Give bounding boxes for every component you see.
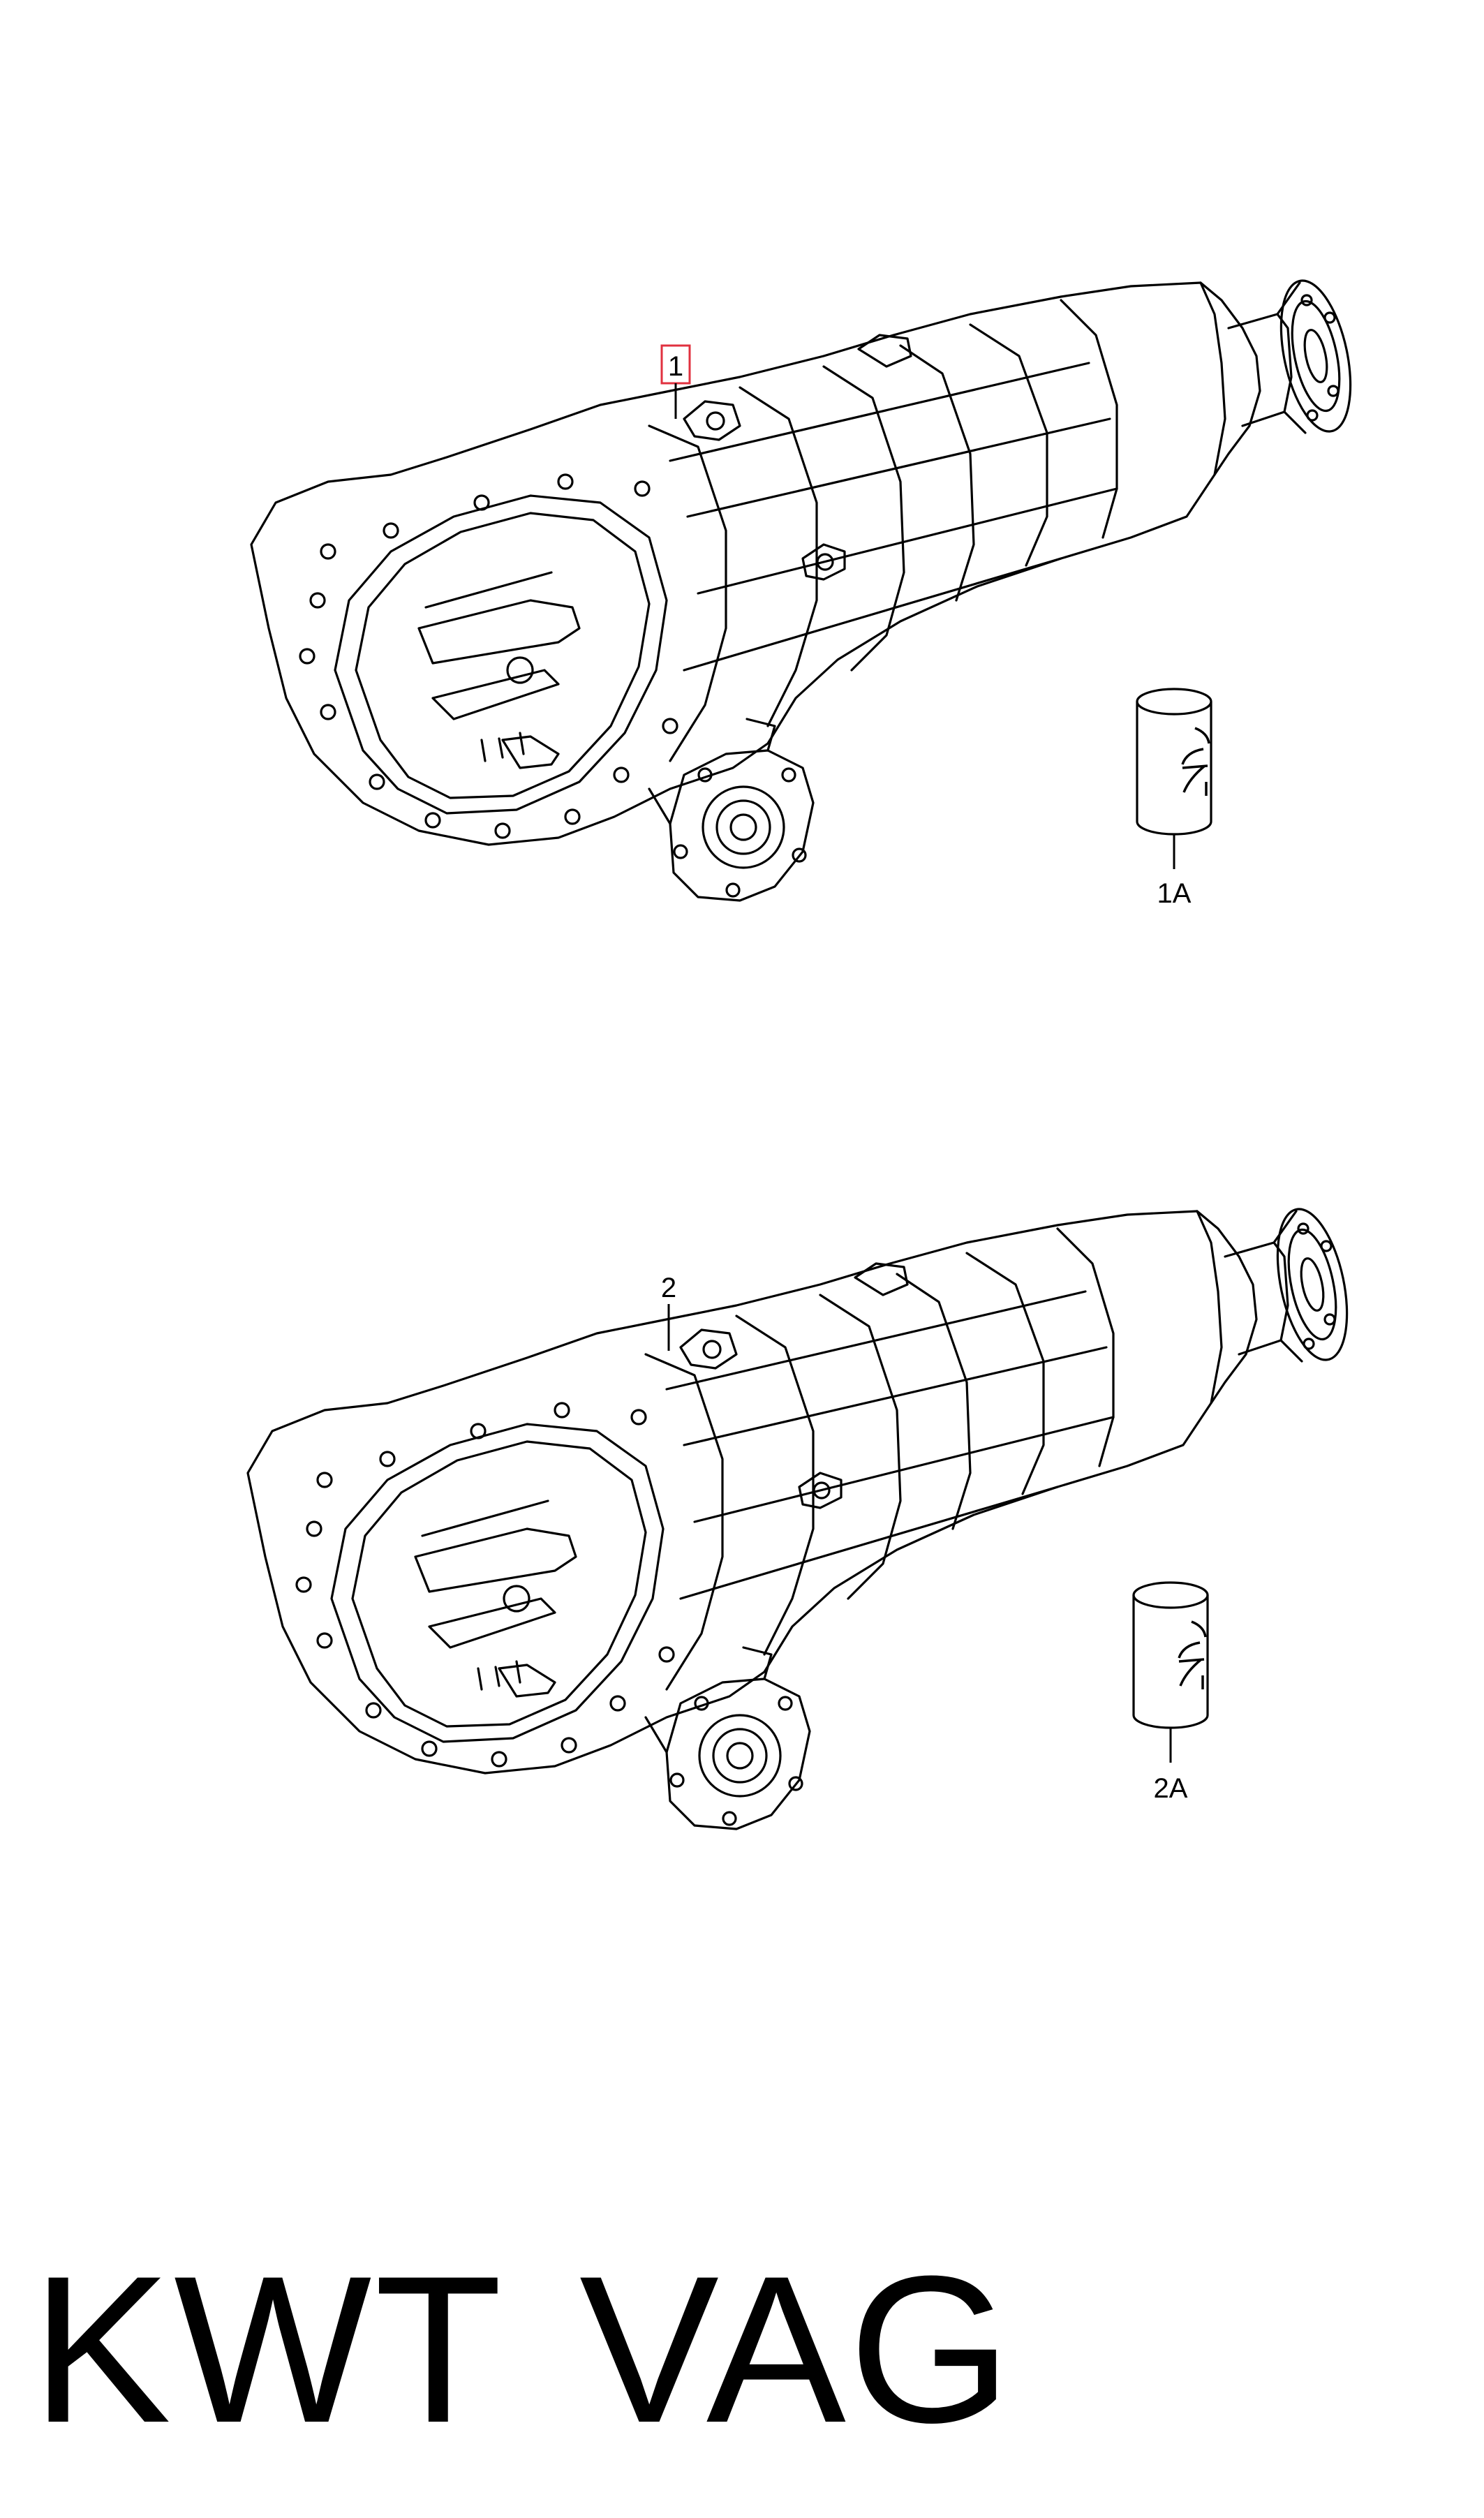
part-1-label[interactable]: 1 [668, 351, 683, 382]
part-2-label[interactable]: 2 [661, 1273, 676, 1303]
footer-left-text: KWT [31, 2232, 505, 2466]
part-2a-label[interactable]: 2A [1154, 1773, 1188, 1804]
gearbox-assembly-1 [250, 273, 1364, 902]
gearbox-assembly-2 [246, 1201, 1360, 1830]
filter-cartridge-1a [1136, 688, 1212, 836]
part-1a-label[interactable]: 1A [1157, 878, 1192, 909]
filter-cartridge-2a [1132, 1581, 1209, 1729]
footer-right-text: VAG [579, 2232, 1015, 2466]
